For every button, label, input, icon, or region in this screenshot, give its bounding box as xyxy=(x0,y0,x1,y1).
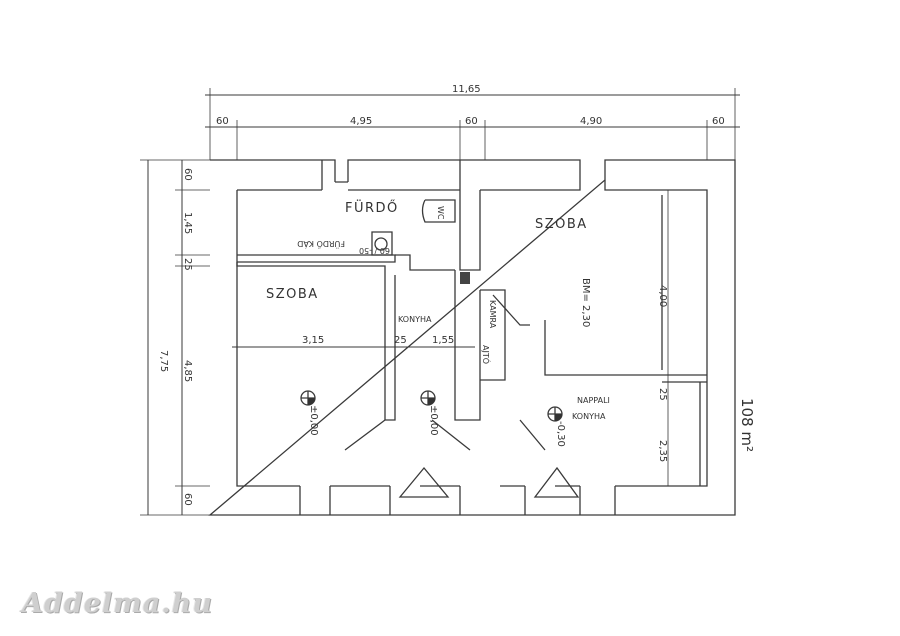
level-label-1: ±0,00 xyxy=(308,405,319,436)
level-label-2: ±0,00 xyxy=(428,405,439,436)
outer-wall xyxy=(208,159,736,516)
room-ajto: AJTÓ xyxy=(481,345,492,364)
dim-right-lower: 2,35 xyxy=(657,440,668,462)
dim-overall-width: 11,65 xyxy=(452,84,481,95)
room-konyha: KONYHA xyxy=(398,315,432,324)
dim-top-3: 4,90 xyxy=(580,116,602,127)
room-boiler: 60 / -50 xyxy=(359,246,390,255)
room-furdo: FÜRDŐ xyxy=(345,199,399,216)
bath-wall xyxy=(237,254,396,263)
dim-top-4: 60 xyxy=(712,116,725,127)
dim-right-room: 4,00 xyxy=(657,285,668,307)
door-right xyxy=(533,466,580,498)
watermark-logo: Addelma.hu xyxy=(22,588,213,619)
room-szoba-right: SZOBA xyxy=(535,217,588,232)
wc-fixture xyxy=(421,199,456,223)
dim-left-1: 1,45 xyxy=(182,212,193,234)
kitchen-wall xyxy=(344,419,471,451)
dim-top-1: 4,95 xyxy=(350,116,372,127)
level-label-3: -0,30 xyxy=(555,421,566,447)
area-label: 108 m² xyxy=(738,398,756,452)
dim-left-0: 60 xyxy=(182,168,193,181)
dim-top-0: 60 xyxy=(216,116,229,127)
room-height: BM= 2,30 xyxy=(580,278,591,327)
room-furdo-kad: FÜRDŐ KÁD xyxy=(297,239,345,250)
room-nappali: NAPPALI xyxy=(577,396,610,405)
door-left xyxy=(398,466,450,498)
dim-right-gap: 25 xyxy=(657,388,668,401)
dim-left-4: 60 xyxy=(182,493,193,506)
room-szoba-left: SZOBA xyxy=(266,287,319,302)
inner-wall xyxy=(236,189,708,487)
room-nappali-konyha: KONYHA xyxy=(572,412,606,421)
dim-left-overall: 7,75 xyxy=(158,350,169,372)
dim-inner-0: 3,15 xyxy=(302,335,324,346)
dim-inner-2: 1,55 xyxy=(432,335,454,346)
dim-top-2: 60 xyxy=(465,116,478,127)
room-wc: WC xyxy=(436,206,445,220)
dim-left-3: 4,85 xyxy=(182,360,193,382)
dim-left-2: 25 xyxy=(182,258,193,271)
room-kamra: KAMRA xyxy=(488,300,497,329)
dim-inner-1: 25 xyxy=(394,335,407,346)
